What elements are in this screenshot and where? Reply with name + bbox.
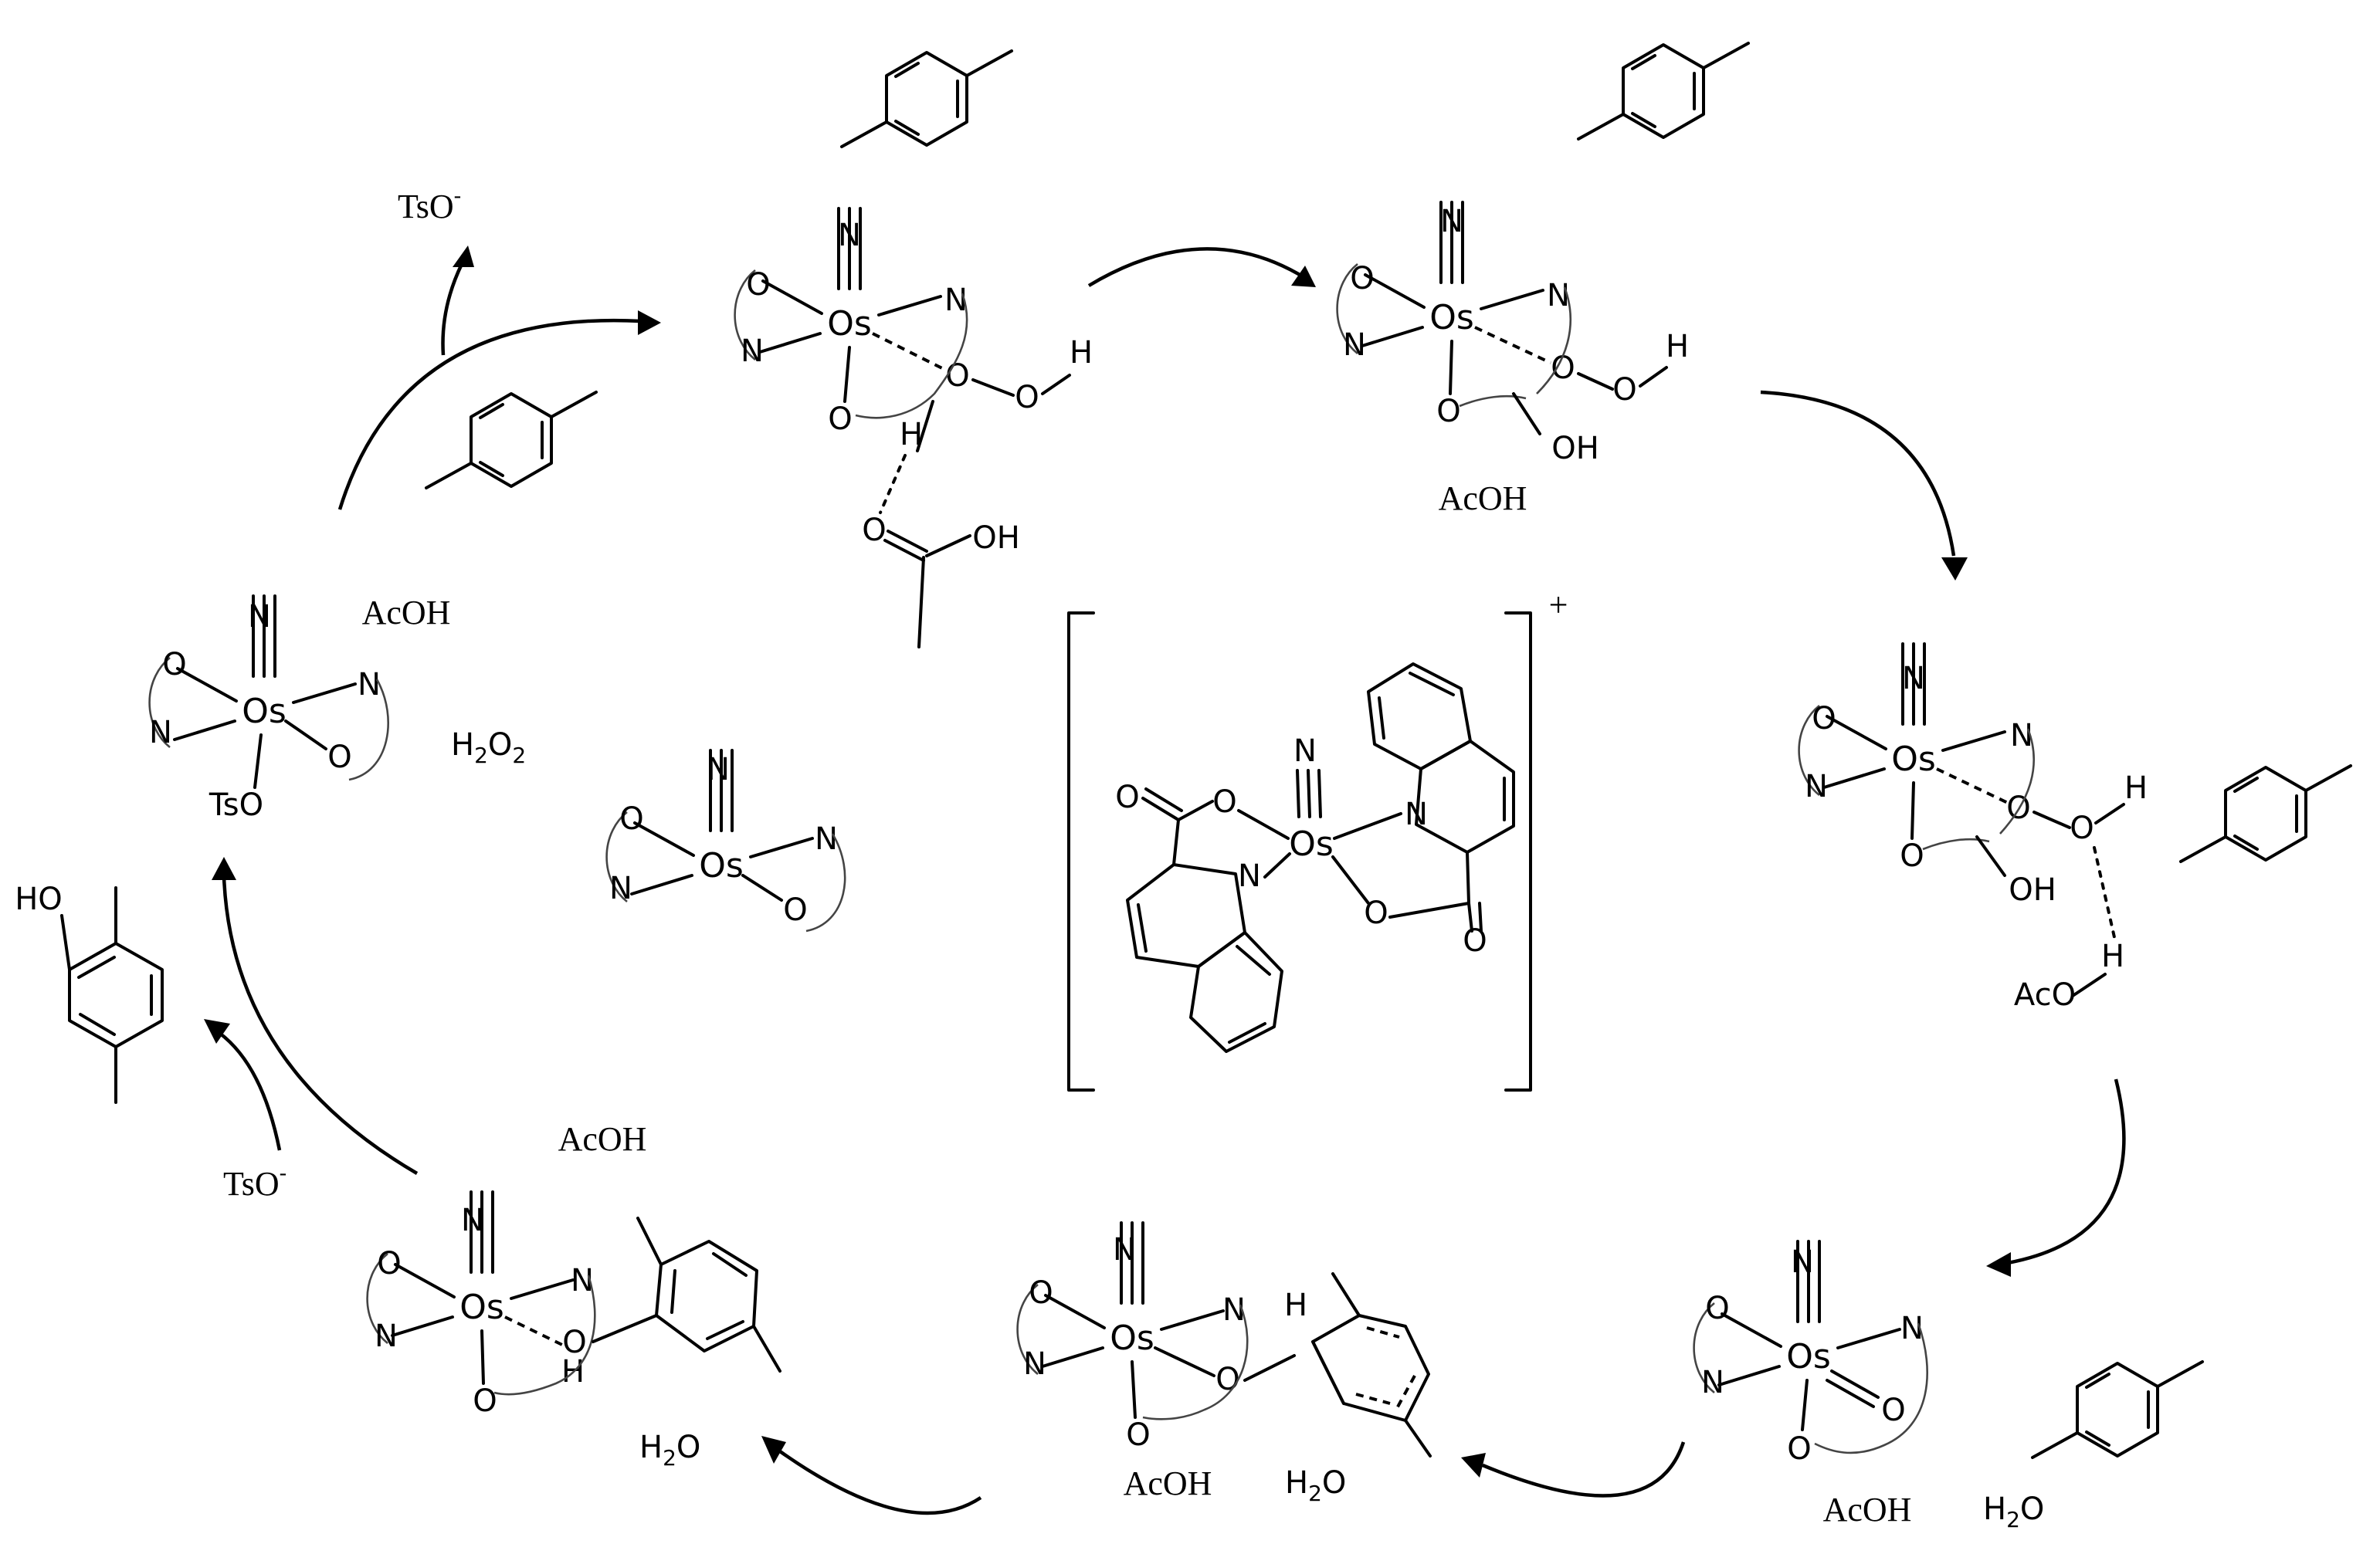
os-atom-label: Os [699,846,744,885]
o-label: O [473,1383,497,1419]
o-label: O [1787,1431,1811,1467]
o-label: O [1812,701,1836,736]
carbonyl-o-label: O [1115,780,1139,815]
o-label: O [1215,1362,1239,1397]
acoh-label: AcOH [1439,479,1527,517]
h-label: H [1666,329,1689,364]
os-nitrido-hydroperoxo-hydroxy: Os N O N N O O H O OH [1335,42,1750,466]
n-label: N [741,333,764,369]
o-label: O [1436,394,1460,429]
h-label: H [1284,1288,1307,1323]
nitrido-n-label: N [1440,204,1463,239]
tosylate-release-label: TsO- [398,184,461,225]
os-atom-label: Os [1786,1337,1831,1376]
nitrido-n-label: N [1902,661,1925,696]
n-label: N [1238,858,1261,894]
tso-ligand-label: TsO [209,787,263,823]
nitrido-n-label: N [461,1203,484,1238]
hydrogen-peroxide-label: H2O2 [451,727,526,768]
o-label: O [619,801,643,837]
os-nitrido-hydroperoxo-acetic-acid: Os N O N N O O H O H O OH [733,49,1093,648]
os-arenium-intermediate: Os N O N N O O H AcOH H2O [1015,1221,1432,1506]
o-label: O [1612,372,1636,408]
n-label: N [815,821,838,857]
o-label: O [1705,1291,1729,1326]
o-label: O [1900,838,1924,874]
oh-label: OH [2009,872,2056,908]
nitrido-n-label: N [1113,1232,1136,1268]
h-label: H [2124,770,2148,806]
os-atom-label: Os [1429,298,1474,337]
water-label: H2O [1285,1465,1346,1506]
os-aryloxy-intermediate: Os N O N N O H O H2O [365,1190,781,1471]
o-label: O [945,358,969,394]
acoh-label: AcOH [558,1120,647,1158]
o-label: O [783,892,807,928]
os-atom-label: Os [1110,1319,1154,1358]
acoh-label: AcOH [1823,1491,1912,1529]
n-label: N [609,871,632,906]
o-label: O [828,401,852,437]
charge-label: + [1549,586,1568,624]
os-atom-label: Os [459,1288,504,1327]
carbonyl-o-label: O [1463,923,1487,959]
o-label: O [1015,380,1039,415]
os-tosylate-resting: Os N O N N O TsO AcOH H2O2 [147,594,526,823]
h-label: H [2101,939,2124,974]
reaction-arrows [204,245,2126,1515]
h-label: H [1070,335,1093,371]
o-label: O [1029,1275,1053,1311]
o-label: O [2070,811,2094,846]
nitrido-n-label: N [838,218,861,253]
o-label: O [1126,1417,1150,1453]
n-label: N [1547,278,1570,313]
water-label: H2O [639,1430,700,1471]
aco-label: AcO [2014,977,2076,1013]
n-label: N [375,1319,398,1354]
o-label: O [162,647,186,682]
n-label: N [1343,327,1366,363]
os-hydroperoxo-acetate-hbond: Os N O N N O O H O OH H AcO [1797,642,2352,1013]
nitrido-n-label: N [248,599,271,635]
o-label: O [327,740,351,775]
o-label: O [1212,784,1236,820]
o-label: O [1881,1393,1905,1428]
n-label: N [1805,769,1828,804]
os-bis-quinaldinate-cation: + Os N O O N N O O [1067,586,1568,1092]
o-label: O [1350,261,1374,296]
dimethylphenol-product: HO [15,882,164,1104]
oh-label: OH [972,520,1020,556]
water-label: H2O [1983,1491,2044,1532]
oh-label: OH [1551,431,1599,466]
os-nitrido-dioxo: Os N O N N O O AcOH H2O [1692,1240,2204,1532]
nitrido-n-label: N [707,752,730,787]
p-xylene-substrate [425,391,598,489]
nitrido-n-label: N [1293,733,1317,769]
o-label: O [562,1325,586,1360]
os-atom-label: Os [1891,740,1936,779]
tosylate-release-label: TsO- [223,1161,286,1203]
os-atom-label: Os [242,692,286,731]
nitrido-n-label: N [1791,1244,1814,1280]
n-label: N [358,667,381,703]
n-label: N [1023,1346,1046,1382]
o-label: O [862,513,886,548]
acoh-label: AcOH [362,594,451,631]
acoh-label: AcOH [1124,1464,1212,1502]
n-label: N [149,715,172,750]
os-catalyst-fragment: Os N O N N O [605,749,846,933]
o-label: O [746,267,770,303]
o-label: O [377,1246,401,1281]
ho-label: HO [15,882,63,917]
n-label: N [1701,1365,1724,1400]
os-atom-label: Os [1289,824,1334,864]
os-atom-label: Os [827,304,872,344]
